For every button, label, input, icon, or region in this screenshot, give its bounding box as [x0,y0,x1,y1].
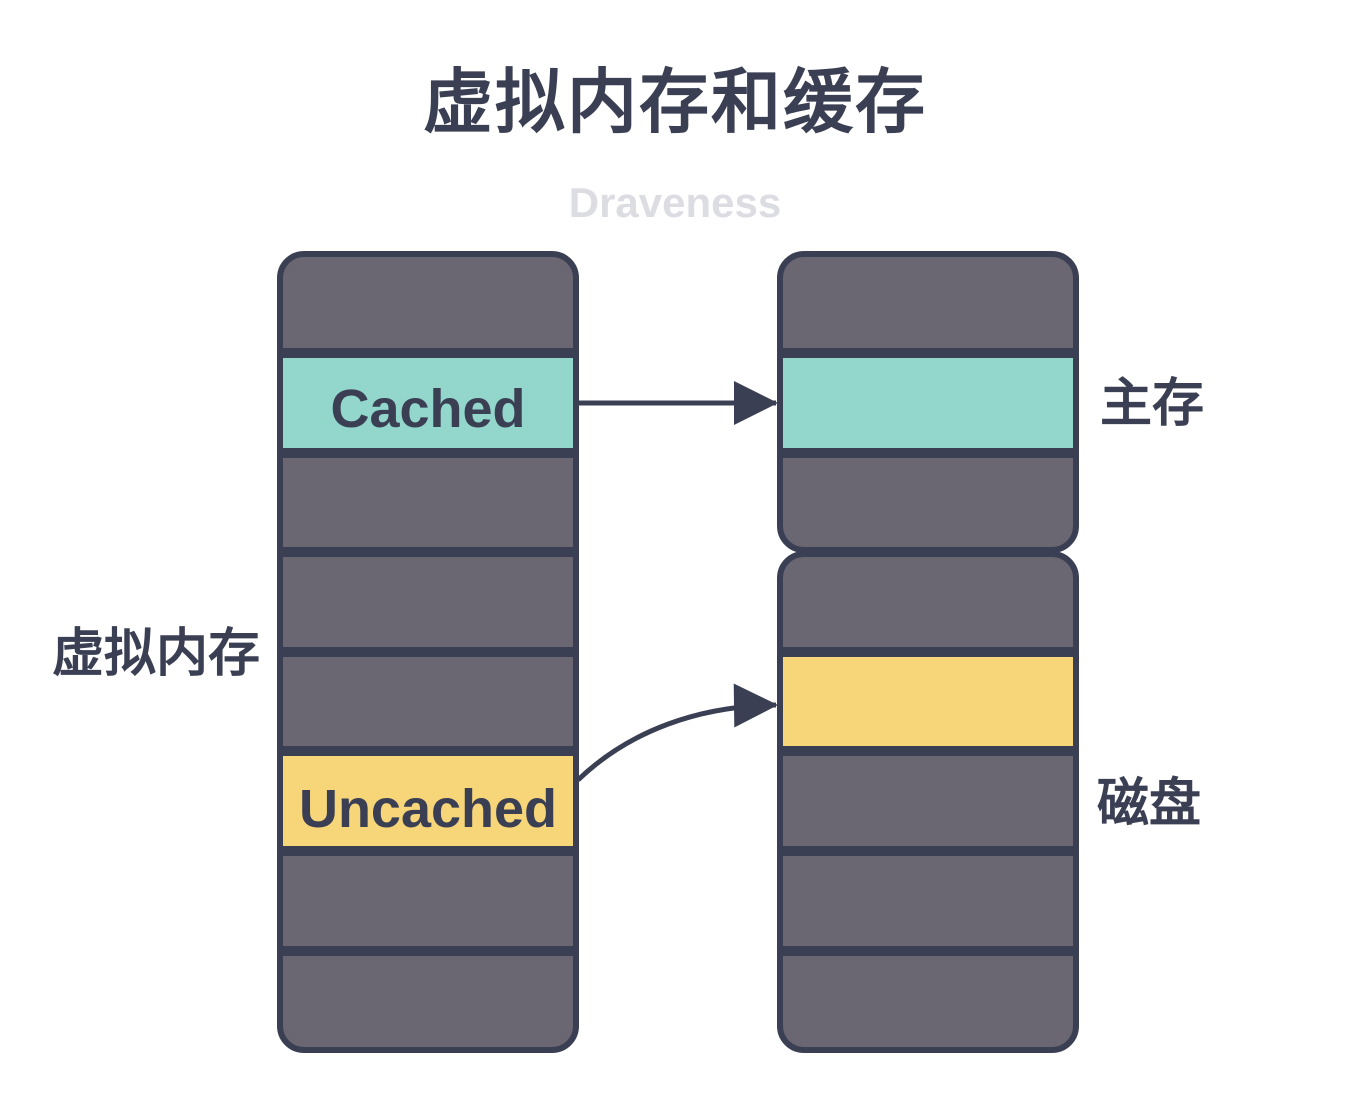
disk-label: 磁盘 [1097,774,1202,834]
disk-uncached-slot [783,654,1073,750]
author-watermark: Draveness [568,179,782,226]
main-memory-dividers [783,348,1073,458]
main-memory-label: 主存 [1100,374,1205,434]
uncached-label: Uncached [299,779,557,839]
disk-dividers [783,647,1073,956]
disk-frame [777,551,1079,1053]
cached-page [283,354,573,450]
virtual-memory-column: Cached Uncached [277,251,579,1053]
diagram-title: 虚拟内存和缓存 [423,61,927,143]
main-memory-column [777,251,1079,553]
virtual-memory-label: 虚拟内存 [52,624,261,684]
cached-label: Cached [330,379,525,439]
disk-column [777,551,1079,1053]
virtual-memory-dividers [283,348,573,956]
arrow-uncached-to-disk [576,683,778,782]
uncached-page [283,754,573,850]
main-memory-cached-slot [783,354,1073,450]
